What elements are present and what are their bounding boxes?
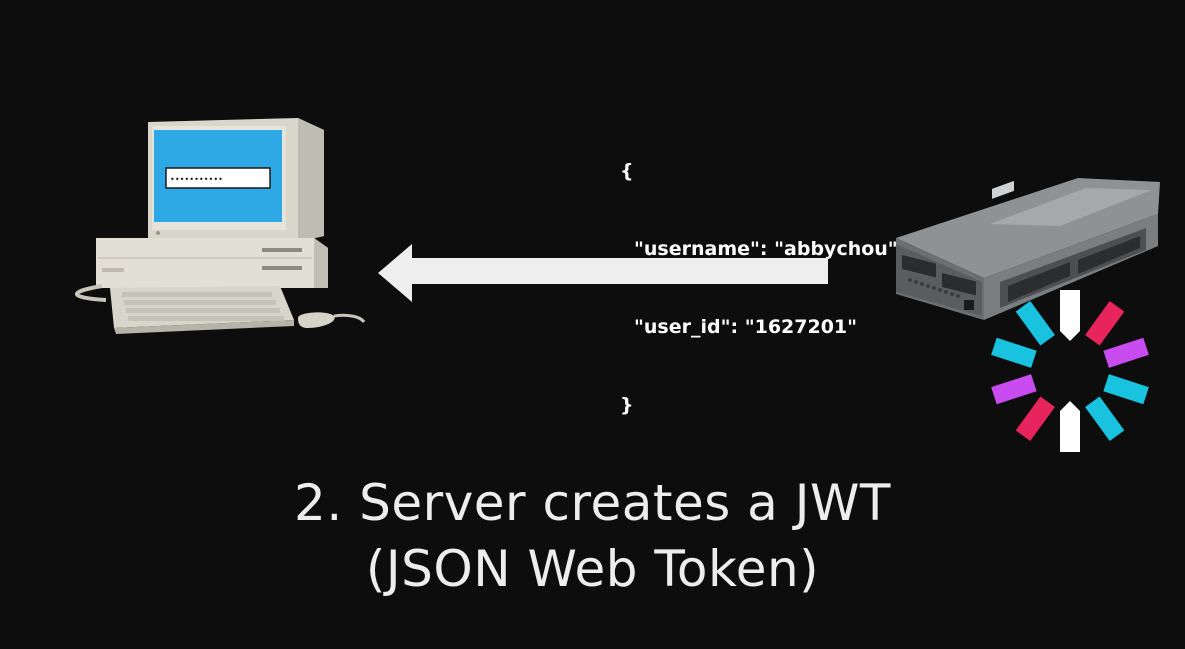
jwt-logo-icon — [991, 290, 1149, 452]
payload-user-id-line: "user_id": "1627201" — [634, 316, 858, 338]
caption-line-1: 2. Server creates a JWT — [294, 474, 891, 532]
password-mask: ••••••••••• — [170, 175, 223, 184]
payload-username-line: "username": "abbychou", — [634, 238, 905, 260]
password-field — [165, 167, 271, 189]
left-arrow-icon — [378, 244, 828, 302]
caption-line-2: (JSON Web Token) — [365, 540, 820, 598]
slide-caption: 2. Server creates a JWT (JSON Web Token) — [0, 470, 1185, 602]
server-blade-icon — [896, 178, 1160, 320]
jwt-payload: { "username": "abbychou", "user_id": "16… — [620, 106, 905, 470]
desktop-computer-icon: ••••••••••• — [75, 118, 366, 334]
payload-close-brace: } — [620, 394, 634, 416]
payload-open-brace: { — [620, 160, 634, 182]
